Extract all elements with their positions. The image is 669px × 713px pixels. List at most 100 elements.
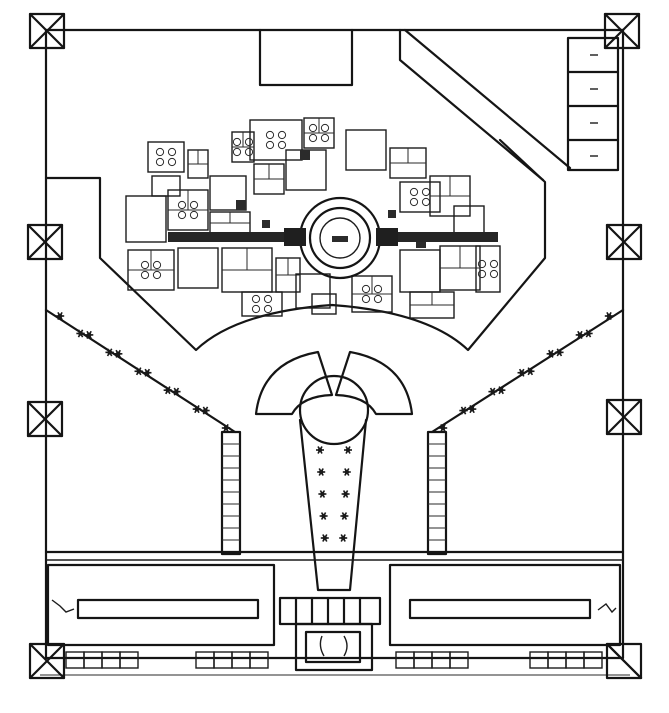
room xyxy=(177,247,219,289)
bed-cluster xyxy=(489,259,499,269)
room xyxy=(311,293,337,315)
room xyxy=(125,195,167,243)
tree-icon xyxy=(344,446,352,454)
podium-outline xyxy=(44,138,547,352)
parking-stall xyxy=(83,651,103,669)
room xyxy=(453,205,485,235)
core-fill xyxy=(388,210,396,218)
tree-icon xyxy=(105,348,114,357)
bed-cluster xyxy=(373,284,383,294)
pylon-mid-right xyxy=(605,223,643,261)
walk-left xyxy=(220,430,242,556)
parking-stall xyxy=(395,651,415,669)
pylon-bottom-right xyxy=(605,642,643,680)
room xyxy=(209,175,247,211)
bed-cluster xyxy=(140,270,150,280)
parking-stall xyxy=(565,651,585,669)
tree-icon xyxy=(201,406,210,415)
tree-icon xyxy=(76,329,85,338)
bed-cluster xyxy=(489,269,499,279)
tree-icon xyxy=(163,386,173,395)
tree-icon xyxy=(318,490,327,498)
parking-stall xyxy=(547,651,567,669)
tree-icon xyxy=(339,534,348,542)
tree-icon xyxy=(342,468,351,476)
pylon-low-left xyxy=(26,400,64,438)
room xyxy=(399,249,441,293)
parking-stall xyxy=(101,651,121,669)
bed-cluster xyxy=(477,259,487,269)
bed-cluster xyxy=(177,210,187,220)
parking-stall xyxy=(449,651,469,669)
parking-stall xyxy=(249,651,269,669)
tree-icon xyxy=(319,512,328,520)
bed-cluster xyxy=(152,260,162,270)
bed-cluster xyxy=(152,270,162,280)
bed-cluster xyxy=(244,137,254,147)
building-rotunda xyxy=(168,196,498,280)
tree-icon xyxy=(134,367,143,376)
room xyxy=(399,181,441,213)
bed-cluster xyxy=(167,157,177,167)
bed-cluster xyxy=(189,200,199,210)
bed-cluster xyxy=(232,137,242,147)
pylon-top-left xyxy=(28,12,66,50)
tree-icon xyxy=(467,405,477,414)
bed-cluster xyxy=(421,197,431,207)
tree-row-right xyxy=(430,308,625,434)
room xyxy=(241,291,283,317)
walk-right xyxy=(426,430,448,556)
bed-cluster xyxy=(361,284,371,294)
corner-pylons xyxy=(26,12,643,680)
core-fill xyxy=(300,150,310,160)
bed-cluster xyxy=(265,130,275,140)
pylon-top-right xyxy=(603,12,641,50)
tree-icon xyxy=(317,468,326,476)
site-boundary xyxy=(40,28,630,676)
parking-stalls-right xyxy=(566,36,620,172)
road-band xyxy=(44,550,625,561)
tree-icon xyxy=(488,387,497,396)
hospital-building xyxy=(125,117,501,319)
tree-icon xyxy=(584,329,593,338)
core-fill xyxy=(236,200,246,210)
room xyxy=(475,245,501,293)
bed-cluster xyxy=(251,304,261,314)
tree-icon xyxy=(192,405,202,414)
core-fill xyxy=(416,238,426,248)
bed-cluster xyxy=(320,123,330,133)
bed-cluster xyxy=(155,157,165,167)
core-fill xyxy=(262,220,270,228)
bed-cluster xyxy=(244,147,254,157)
tree-icon xyxy=(517,368,526,377)
tree-row-left xyxy=(44,308,237,434)
parking-stall xyxy=(529,651,549,669)
bed-cluster xyxy=(140,260,150,270)
bed-cluster xyxy=(232,147,242,157)
bed-cluster xyxy=(277,140,287,150)
room xyxy=(295,273,331,309)
top-service-block xyxy=(258,28,572,182)
parking-stall xyxy=(583,651,603,669)
bed-cluster xyxy=(308,133,318,143)
room xyxy=(345,129,387,171)
parking-stall xyxy=(213,651,233,669)
tree-icon xyxy=(546,349,556,358)
bed-cluster xyxy=(277,130,287,140)
tree-icon xyxy=(320,534,329,542)
tree-icon xyxy=(340,512,349,520)
tree-icon xyxy=(575,330,585,339)
bed-cluster xyxy=(263,304,273,314)
tree-icon xyxy=(143,368,152,377)
bed-cluster xyxy=(167,147,177,157)
bed-cluster xyxy=(251,294,261,304)
tree-icon xyxy=(341,490,350,498)
bed-cluster xyxy=(308,123,318,133)
pylon-mid-left xyxy=(26,223,64,261)
bed-cluster xyxy=(421,187,431,197)
tree-icon xyxy=(84,330,94,339)
parking-stall xyxy=(119,651,139,669)
tree-icon xyxy=(604,311,614,321)
